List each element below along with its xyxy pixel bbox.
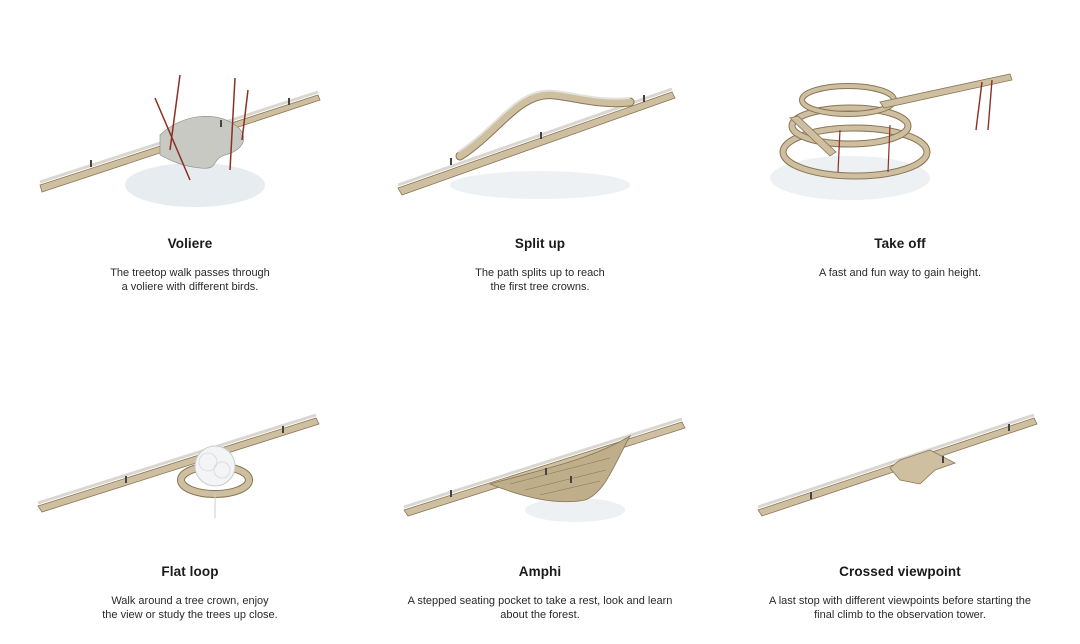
- flat-loop-illustration: [20, 388, 360, 588]
- walkway-branch-deck: [460, 95, 630, 156]
- concept-description: The treetop walk passes through a volier…: [20, 266, 360, 294]
- person-figure: [450, 158, 452, 165]
- concept-voliere: Voliere The treetop walk passes through …: [20, 60, 360, 300]
- concept-flat-loop: Flat loop Walk around a tree crown, enjo…: [20, 388, 360, 628]
- person-figure: [1008, 424, 1010, 431]
- shadow-shape: [125, 163, 265, 207]
- voliere-illustration: [20, 60, 360, 260]
- person-figure: [942, 456, 944, 463]
- walkway-exit: [880, 74, 1012, 108]
- person-figure: [540, 132, 542, 139]
- support-post: [976, 82, 982, 130]
- person-figure: [125, 476, 127, 483]
- support-post: [988, 80, 992, 130]
- walkway-deck: [38, 418, 319, 512]
- person-figure: [643, 95, 645, 102]
- concept-take-off: Take off A fast and fun way to gain heig…: [730, 60, 1070, 300]
- concept-description: A stepped seating pocket to take a rest,…: [370, 594, 710, 622]
- concept-amphi: Amphi A stepped seating pocket to take a…: [370, 388, 710, 628]
- person-figure: [570, 476, 572, 483]
- split-up-illustration: [370, 60, 710, 260]
- take-off-illustration: [730, 60, 1070, 260]
- shadow-shape: [450, 171, 630, 199]
- concept-title: Amphi: [370, 564, 710, 579]
- concept-split-up: Split up The path splits up to reach the…: [370, 60, 710, 300]
- amphi-illustration: [370, 388, 710, 588]
- person-figure: [288, 98, 290, 105]
- person-figure: [450, 490, 452, 497]
- walkway-railing: [38, 415, 316, 503]
- concept-crossed-viewpoint: Crossed viewpoint A last stop with diffe…: [730, 388, 1070, 628]
- walkway-railing: [758, 415, 1034, 507]
- concept-title: Flat loop: [20, 564, 360, 579]
- person-figure: [282, 426, 284, 433]
- crossed-viewpoint-illustration: [730, 388, 1070, 588]
- concept-description: Walk around a tree crown, enjoy the view…: [20, 594, 360, 622]
- concept-description: A last stop with different viewpoints be…: [730, 594, 1070, 622]
- person-figure: [90, 160, 92, 167]
- concept-title: Voliere: [20, 236, 360, 251]
- concept-description: The path splits up to reach the first tr…: [370, 266, 710, 294]
- concept-description: A fast and fun way to gain height.: [730, 266, 1070, 280]
- concept-title: Split up: [370, 236, 710, 251]
- person-figure: [545, 468, 547, 475]
- concept-title: Crossed viewpoint: [730, 564, 1070, 579]
- person-figure: [220, 120, 222, 127]
- concept-title: Take off: [730, 236, 1070, 251]
- person-figure: [810, 492, 812, 499]
